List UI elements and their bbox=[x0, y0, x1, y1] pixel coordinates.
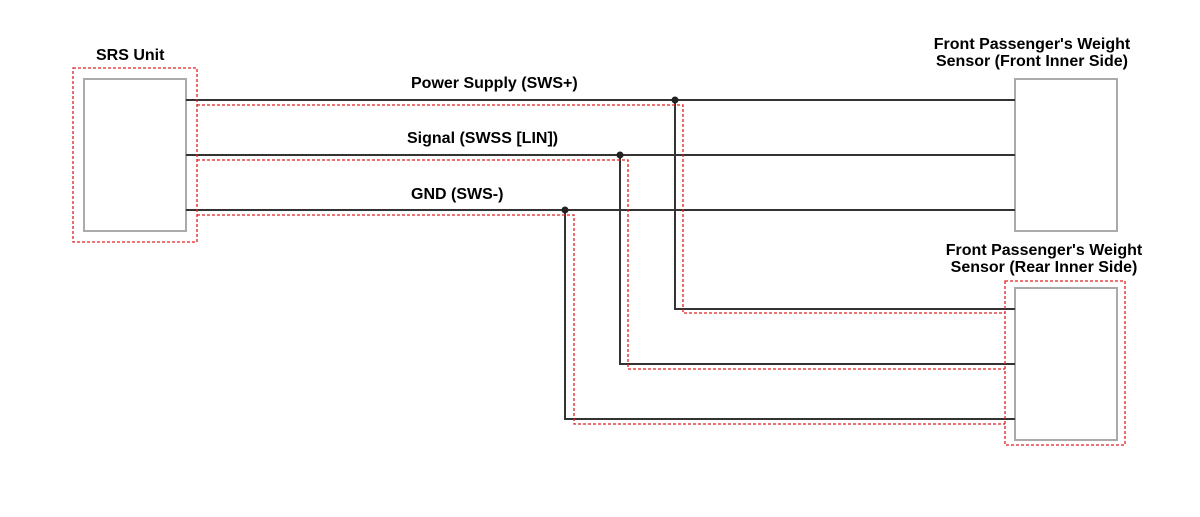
signal-branch-wire bbox=[619, 155, 1015, 365]
front-sensor-label-line2: Sensor (Front Inner Side) bbox=[935, 53, 1128, 70]
signal-shield bbox=[197, 159, 1005, 370]
front-sensor-label-line1: Front Passenger's Weight bbox=[933, 36, 1131, 53]
rear-sensor-outline bbox=[1004, 280, 1126, 446]
branch-wires bbox=[564, 100, 1015, 420]
front-sensor-box bbox=[1014, 78, 1118, 232]
rear-sensor-label: Front Passenger's Weight Sensor (Rear In… bbox=[912, 242, 1176, 276]
srs-unit-label: SRS Unit bbox=[96, 47, 165, 64]
ground-junction bbox=[561, 206, 569, 214]
power-branch-wire bbox=[674, 100, 1015, 310]
srs-unit-outline bbox=[72, 67, 198, 243]
main-wires bbox=[186, 99, 1015, 211]
front-sensor-label: Front Passenger's Weight Sensor (Front I… bbox=[900, 36, 1164, 70]
rear-sensor-box bbox=[1014, 287, 1118, 441]
rear-sensor-label-line1: Front Passenger's Weight bbox=[945, 242, 1143, 259]
signal-wire-label: Signal (SWSS [LIN]) bbox=[407, 130, 559, 147]
power-junction bbox=[671, 96, 679, 104]
ground-shield bbox=[197, 214, 1005, 425]
signal-junction bbox=[616, 151, 624, 159]
power-wire-label: Power Supply (SWS+) bbox=[411, 75, 578, 92]
power-shield bbox=[197, 104, 1005, 314]
srs-unit-box bbox=[83, 78, 187, 232]
shield-outlines bbox=[72, 67, 1126, 446]
ground-branch-wire bbox=[564, 210, 1015, 420]
rear-sensor-label-line2: Sensor (Rear Inner Side) bbox=[950, 259, 1138, 276]
ground-wire-label: GND (SWS-) bbox=[411, 186, 504, 203]
